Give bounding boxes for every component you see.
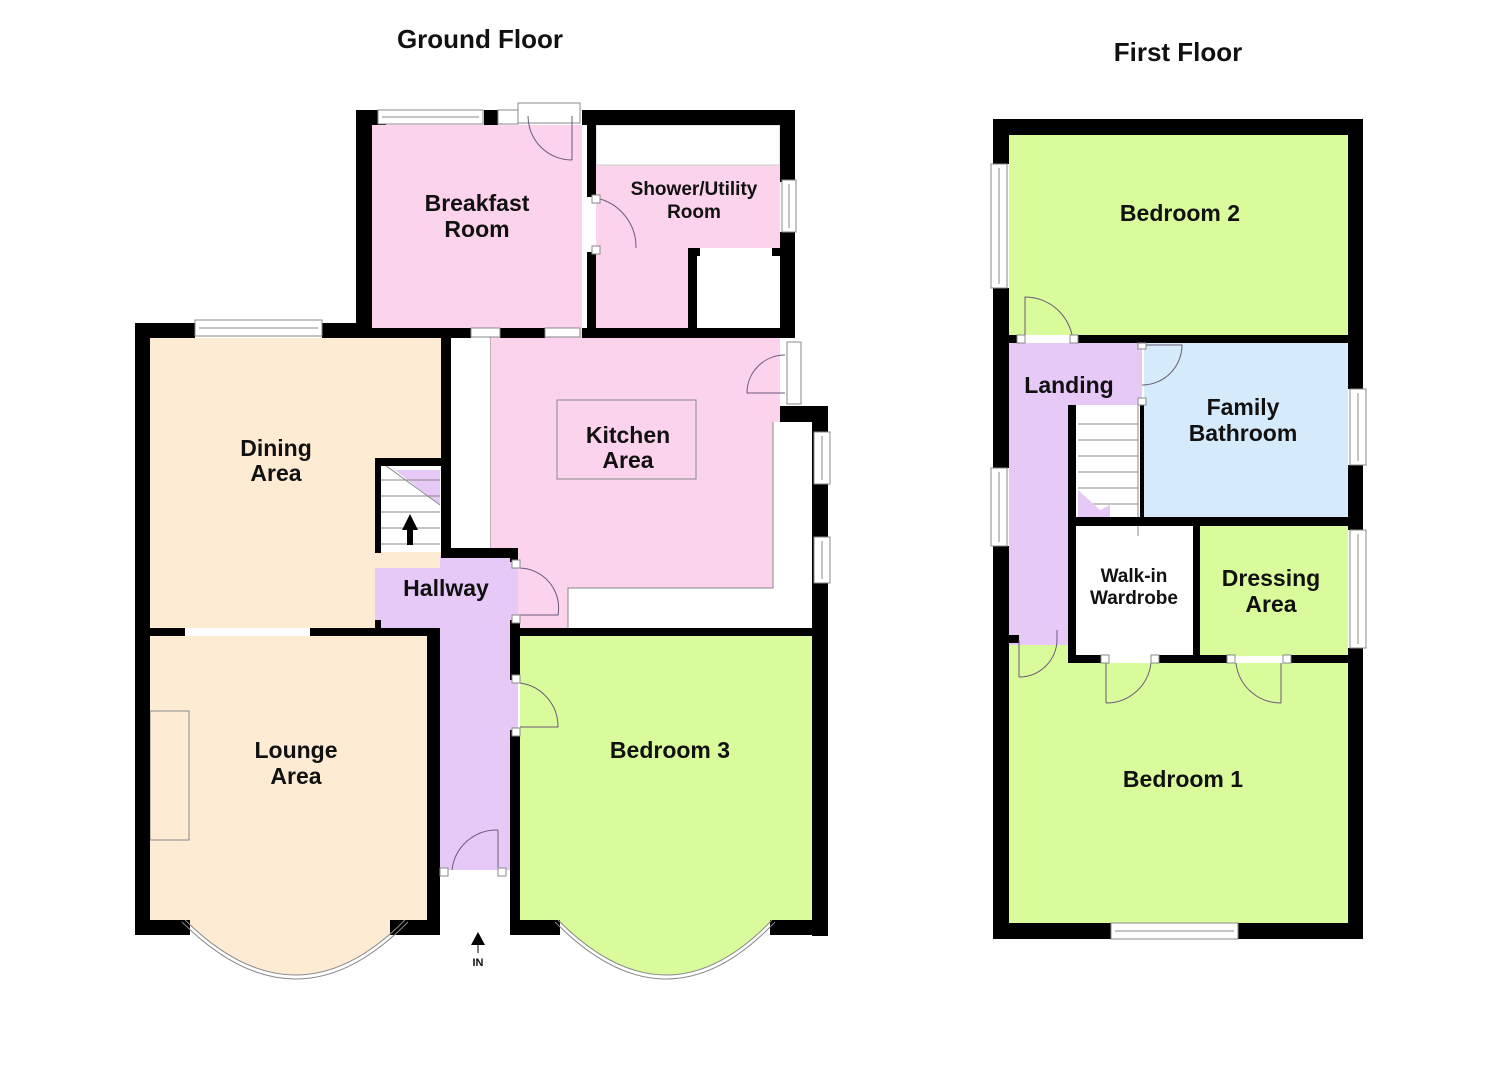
first-doors <box>1016 296 1292 704</box>
room-hallway[interactable] <box>375 555 518 870</box>
label-breakfast-2: Room <box>444 216 509 242</box>
label-shower-1: Shower/Utility <box>631 179 758 200</box>
ground-staircase <box>377 459 444 552</box>
label-breakfast-1: Breakfast <box>425 190 530 216</box>
room-shower-utility[interactable] <box>596 165 780 328</box>
label-kitchen-2: Area <box>602 447 653 473</box>
room-bedroom-1[interactable] <box>1009 663 1348 923</box>
label-kitchen-1: Kitchen <box>586 422 670 448</box>
entrance-marker: IN <box>471 932 485 969</box>
utility-cupboard <box>696 256 780 328</box>
label-lounge-1: Lounge <box>254 737 337 763</box>
label-bathroom-2: Bathroom <box>1189 420 1298 446</box>
utility-store <box>595 124 781 166</box>
kitchen-island <box>556 399 697 480</box>
label-dressing-2: Area <box>1245 591 1296 617</box>
label-hallway: Hallway <box>403 575 489 601</box>
label-wardrobe-1: Walk-in <box>1101 566 1168 587</box>
room-landing[interactable] <box>1009 343 1142 655</box>
label-dining-2: Area <box>250 460 301 486</box>
room-bedroom-3[interactable] <box>520 636 812 920</box>
entrance-label: IN <box>473 957 484 969</box>
pantry-strip <box>451 338 490 548</box>
arrow-up-icon <box>402 514 418 545</box>
room-family-bathroom[interactable] <box>1144 343 1348 517</box>
label-dressing-1: Dressing <box>1222 565 1320 591</box>
label-dining-1: Dining <box>240 435 312 461</box>
room-dressing-area[interactable] <box>1200 526 1348 656</box>
ground-windows <box>181 102 831 980</box>
label-bedroom-3: Bedroom 3 <box>610 737 730 763</box>
label-lounge-2: Area <box>270 763 321 789</box>
label-bedroom-1: Bedroom 1 <box>1123 766 1243 792</box>
label-wardrobe-2: Wardrobe <box>1090 588 1178 609</box>
room-bedroom-2[interactable] <box>1009 135 1348 335</box>
label-bedroom-2: Bedroom 2 <box>1120 200 1240 226</box>
first-floor: Bedroom 2 Landing Family Bathroom Walk-i… <box>990 119 1367 940</box>
label-shower-2: Room <box>667 202 721 223</box>
room-walk-in-wardrobe[interactable] <box>1076 526 1193 656</box>
first-floor-title: First Floor <box>1114 37 1243 67</box>
ground-floor-title: Ground Floor <box>397 24 563 54</box>
ground-doors <box>439 115 786 877</box>
entrance-arrow-icon <box>471 932 485 945</box>
label-bathroom-1: Family <box>1207 394 1280 420</box>
label-landing: Landing <box>1024 372 1113 398</box>
first-staircase <box>1078 405 1139 536</box>
room-lounge[interactable] <box>150 636 427 920</box>
first-windows <box>990 163 1367 940</box>
ground-floor: IN Breakfast Room Shower/Utility Room Di… <box>135 102 831 980</box>
room-breakfast[interactable] <box>372 125 582 335</box>
room-kitchen[interactable] <box>490 335 780 628</box>
